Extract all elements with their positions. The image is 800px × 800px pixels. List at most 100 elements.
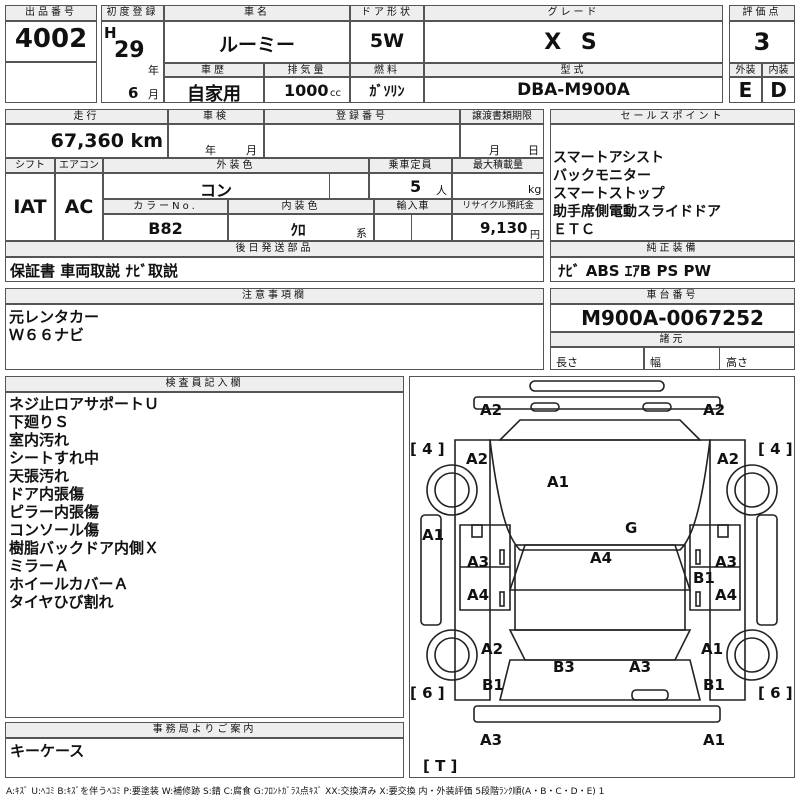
sales-item: スマートストップ bbox=[553, 186, 665, 202]
grade-box bbox=[424, 21, 723, 63]
inspector-line: 室内汚れ bbox=[9, 431, 70, 449]
left-handle-rear bbox=[499, 591, 505, 607]
import-sub bbox=[374, 214, 412, 241]
transfer-label: 譲渡書類期限 bbox=[460, 109, 544, 124]
front-tow-right bbox=[642, 402, 672, 412]
left-handle-front bbox=[499, 549, 505, 565]
damage-mark: A2 bbox=[481, 640, 503, 658]
grade-label: グレード bbox=[424, 5, 723, 21]
damage-mark: G bbox=[625, 519, 637, 537]
notes-box bbox=[5, 304, 544, 370]
rear-window bbox=[508, 629, 692, 661]
damage-mark: B3 bbox=[553, 658, 575, 676]
int-color: ｸﾛ bbox=[290, 221, 306, 239]
right-sill bbox=[756, 514, 778, 626]
inspector-notes: ネジ止ロアサポートＵ 下廻りＳ 室内汚れ シートすれ中 天張汚れ ドア内張傷 ピ… bbox=[9, 395, 159, 611]
damage-mark: A3 bbox=[467, 553, 489, 571]
load-unit: kg bbox=[528, 183, 542, 196]
fuel: ｶﾞｿﾘﾝ bbox=[369, 84, 405, 100]
inspector-line: ドア内張傷 bbox=[9, 485, 85, 503]
inspector-line: タイヤひび割れ bbox=[9, 593, 114, 611]
damage-mark: A3 bbox=[480, 731, 502, 749]
office-label: 事務局よりご案内 bbox=[5, 722, 404, 738]
capacity-box bbox=[369, 173, 452, 199]
equipment: ﾅﾋﾞ ABS ｴｱB PS PW bbox=[558, 262, 712, 280]
office-note: キーケース bbox=[10, 742, 85, 760]
inspector-line: ミラーＡ bbox=[9, 557, 70, 575]
ext-color-sub bbox=[329, 173, 369, 199]
car-name: ルーミー bbox=[218, 34, 295, 56]
left-fender bbox=[454, 439, 491, 701]
int-label: 内装 bbox=[762, 63, 795, 77]
inspector-line: ネジ止ロアサポートＵ bbox=[9, 395, 160, 413]
lot-blank bbox=[5, 62, 97, 103]
shift-box bbox=[5, 173, 55, 241]
front-grille bbox=[498, 419, 702, 441]
office-box bbox=[5, 738, 404, 778]
int-color-unit: 系 bbox=[356, 227, 367, 240]
front-bumper bbox=[473, 396, 721, 410]
note-line: Ｗ６６ナビ bbox=[9, 326, 85, 344]
left-mirror bbox=[471, 524, 483, 538]
damage-mark: A4 bbox=[590, 549, 612, 567]
plate-box bbox=[264, 124, 460, 158]
reg-year: 29 bbox=[114, 38, 145, 63]
dims-width: 幅 bbox=[650, 356, 661, 369]
tire-spare: [ T ] bbox=[423, 757, 457, 775]
inspector-line: 下廻りＳ bbox=[9, 413, 70, 431]
transfer-month: 月 bbox=[489, 144, 500, 157]
dims-length-cell bbox=[550, 347, 644, 370]
lot-box bbox=[5, 21, 97, 62]
car-name-label: 車名 bbox=[164, 5, 350, 21]
displacement: 1000 bbox=[284, 81, 329, 100]
damage-mark: A1 bbox=[547, 473, 569, 491]
int-color-box bbox=[228, 214, 374, 241]
wheel-front-left-hub bbox=[434, 472, 470, 508]
ext-box bbox=[729, 77, 762, 103]
right-handle-rear bbox=[695, 591, 701, 607]
ext-label: 外装 bbox=[729, 63, 762, 77]
damage-mark: A1 bbox=[422, 526, 444, 544]
lot-number: 4002 bbox=[14, 24, 88, 54]
model-box bbox=[424, 77, 723, 103]
damage-mark: A4 bbox=[715, 586, 737, 604]
dims-label: 諸元 bbox=[550, 332, 795, 347]
damage-mark: B1 bbox=[693, 569, 715, 587]
door-type: 5W bbox=[369, 30, 405, 52]
dims-length: 長さ bbox=[556, 356, 578, 369]
door-label: ドア形状 bbox=[350, 5, 424, 21]
wheel-front-right-hub bbox=[734, 472, 770, 508]
history-box bbox=[164, 77, 264, 103]
rear-bumper bbox=[473, 705, 721, 723]
hood bbox=[489, 439, 711, 551]
chassis-label: 車台番号 bbox=[550, 288, 795, 304]
left-sill bbox=[420, 514, 442, 626]
recycle-fee: 9,130 bbox=[480, 219, 528, 237]
damage-mark: A1 bbox=[703, 731, 725, 749]
capacity-unit: 人 bbox=[436, 184, 447, 197]
fuel-label: 燃料 bbox=[350, 63, 424, 77]
notes: 元レンタカー Ｗ６６ナビ bbox=[9, 308, 99, 344]
right-fender bbox=[709, 439, 746, 701]
shift: IAT bbox=[13, 196, 47, 218]
ext-color: コン bbox=[199, 181, 232, 200]
accessories-box bbox=[5, 257, 544, 282]
damage-mark: B1 bbox=[482, 676, 504, 694]
tire-front-left: [ 4 ] bbox=[410, 440, 445, 458]
damage-mark: B1 bbox=[703, 676, 725, 694]
right-mirror bbox=[717, 524, 729, 538]
plate-label: 登録番号 bbox=[264, 109, 460, 124]
color-no-label: カラーNo. bbox=[103, 199, 228, 214]
history-label: 車歴 bbox=[164, 63, 264, 77]
rear-plate bbox=[631, 689, 669, 701]
tire-rear-right: [ 6 ] bbox=[758, 684, 793, 702]
history: 自家用 bbox=[187, 84, 241, 105]
import-label: 輸入車 bbox=[374, 199, 452, 214]
reg-label: 初度登録 bbox=[101, 5, 164, 21]
recycle-box bbox=[452, 214, 544, 241]
inspector-line: ピラー内張傷 bbox=[9, 503, 100, 521]
wheel-front-right bbox=[726, 464, 778, 516]
month-unit: 月 bbox=[148, 88, 159, 101]
inspector-label: 検査員記入欄 bbox=[5, 376, 404, 392]
fuel-box bbox=[350, 77, 424, 103]
